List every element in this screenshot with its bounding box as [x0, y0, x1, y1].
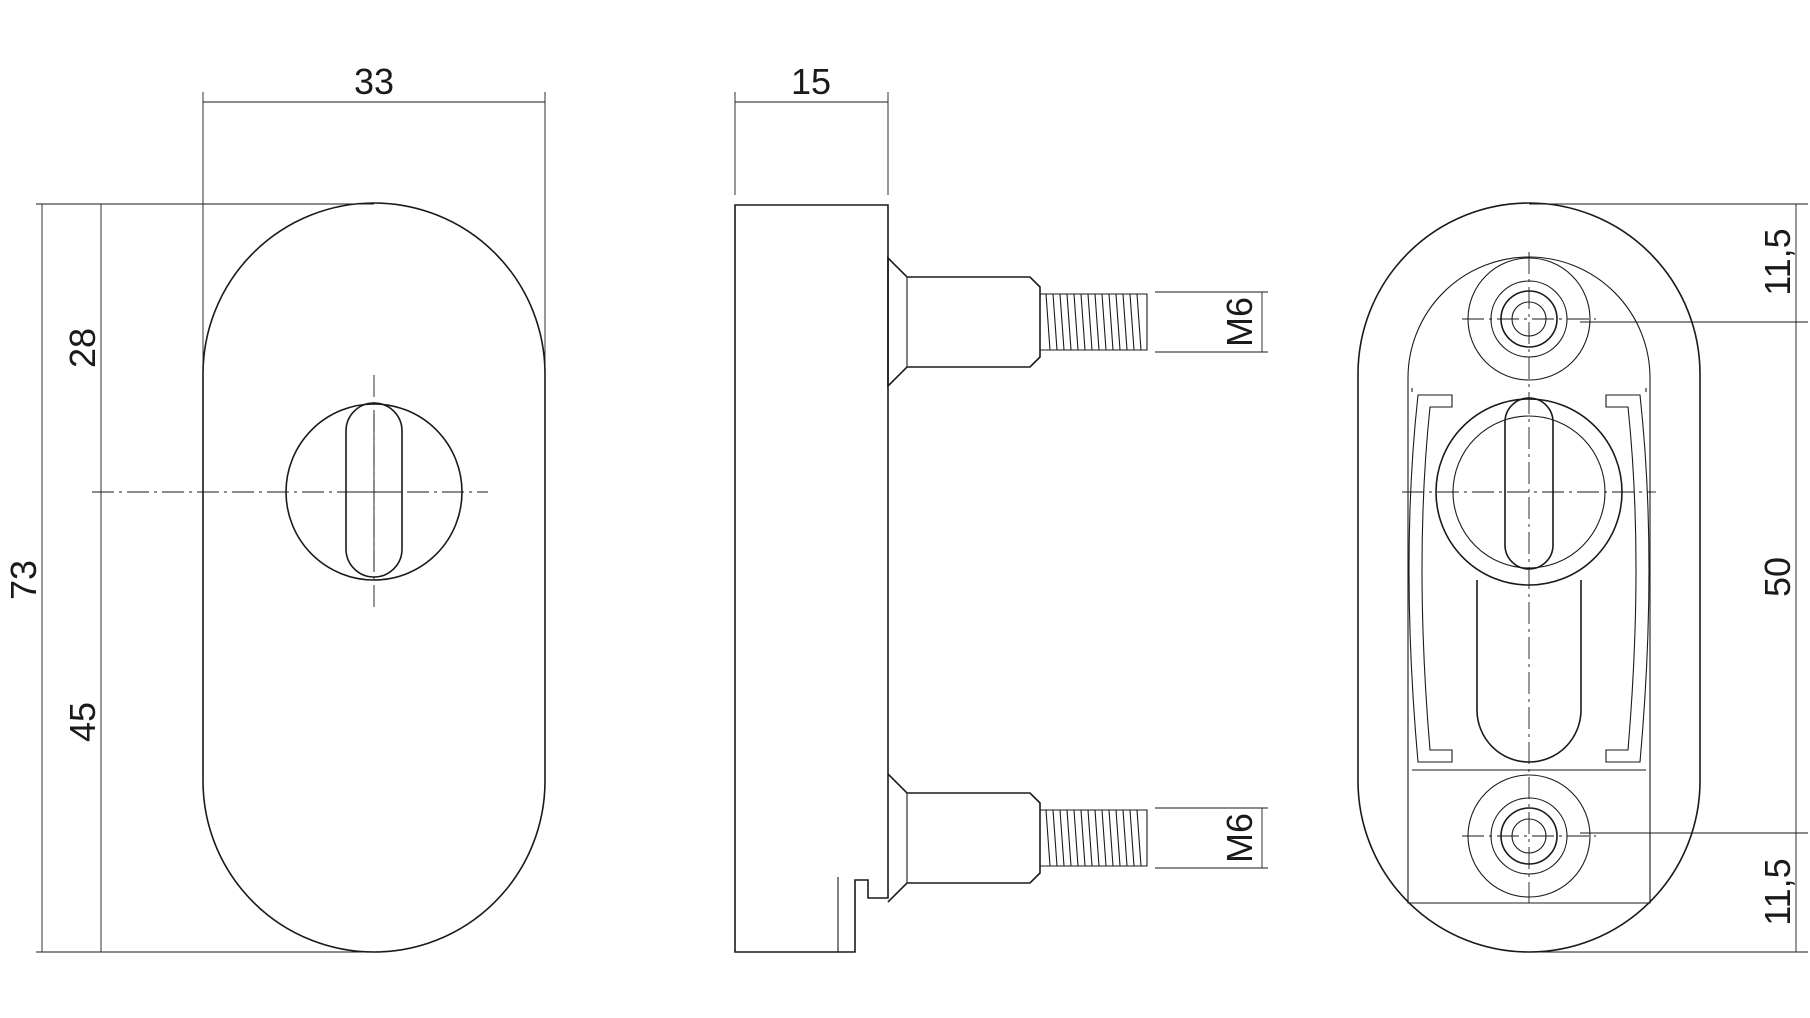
back-inner-rim	[1407, 256, 1651, 904]
bottom-offset-label: 11,5	[1757, 858, 1798, 925]
thread-line	[1136, 809, 1142, 867]
top-offset-label: 11,5	[1757, 228, 1798, 295]
back-plate-outline	[1357, 202, 1701, 953]
side-view: 15 M6 M6	[734, 61, 1268, 953]
bottom-screw	[887, 773, 1148, 903]
back-cam	[1504, 397, 1554, 570]
bottom-screw-shank	[887, 773, 1041, 903]
thread-line	[1087, 293, 1093, 351]
top-screw	[887, 256, 1148, 388]
thread-line	[1073, 809, 1079, 867]
m6-top-label: M6	[1219, 297, 1260, 347]
top-screw-thread-outline	[1040, 293, 1148, 351]
thread-line	[1094, 293, 1100, 351]
thread-line	[1080, 293, 1086, 351]
thread-line	[1094, 809, 1100, 867]
top-screw-threads	[1045, 293, 1142, 351]
thread-line	[1052, 809, 1058, 867]
thread-line	[1101, 809, 1107, 867]
thread-line	[1087, 809, 1093, 867]
bottom-screw-threads	[1045, 809, 1142, 867]
thread-line	[1066, 809, 1072, 867]
thread-line	[1073, 293, 1079, 351]
thread-line	[1059, 293, 1065, 351]
thread-line	[1108, 293, 1114, 351]
side-plate-outline	[734, 204, 889, 953]
front-view: 33 73 28 45	[3, 61, 546, 953]
m6-bottom-label: M6	[1219, 813, 1260, 863]
thread-line	[1115, 809, 1121, 867]
thread-line	[1080, 809, 1086, 867]
thread-line	[1059, 809, 1065, 867]
spacing-label: 50	[1757, 557, 1798, 597]
thread-line	[1066, 293, 1072, 351]
right-clip	[1605, 394, 1650, 763]
total-height-label: 73	[3, 560, 44, 600]
thread-line	[1129, 809, 1135, 867]
front-plate-outline	[202, 202, 546, 953]
top-screw-shank	[887, 256, 1041, 388]
thread-line	[1122, 293, 1128, 351]
back-view: 11,5 50 11,5	[1357, 202, 1808, 953]
thread-line	[1122, 809, 1128, 867]
bottom-screw-thread-outline	[1040, 809, 1148, 867]
thread-line	[1108, 809, 1114, 867]
upper-height-label: 28	[62, 328, 103, 368]
depth-label: 15	[791, 61, 831, 102]
width-label: 33	[354, 61, 394, 102]
lower-height-label: 45	[62, 702, 103, 742]
thread-line	[1045, 809, 1051, 867]
thread-line	[1052, 293, 1058, 351]
thread-line	[1101, 293, 1107, 351]
thread-line	[1136, 293, 1142, 351]
thread-line	[1115, 293, 1121, 351]
front-keyslot	[345, 402, 403, 578]
left-clip	[1408, 394, 1453, 763]
thread-line	[1129, 293, 1135, 351]
thread-line	[1045, 293, 1051, 351]
